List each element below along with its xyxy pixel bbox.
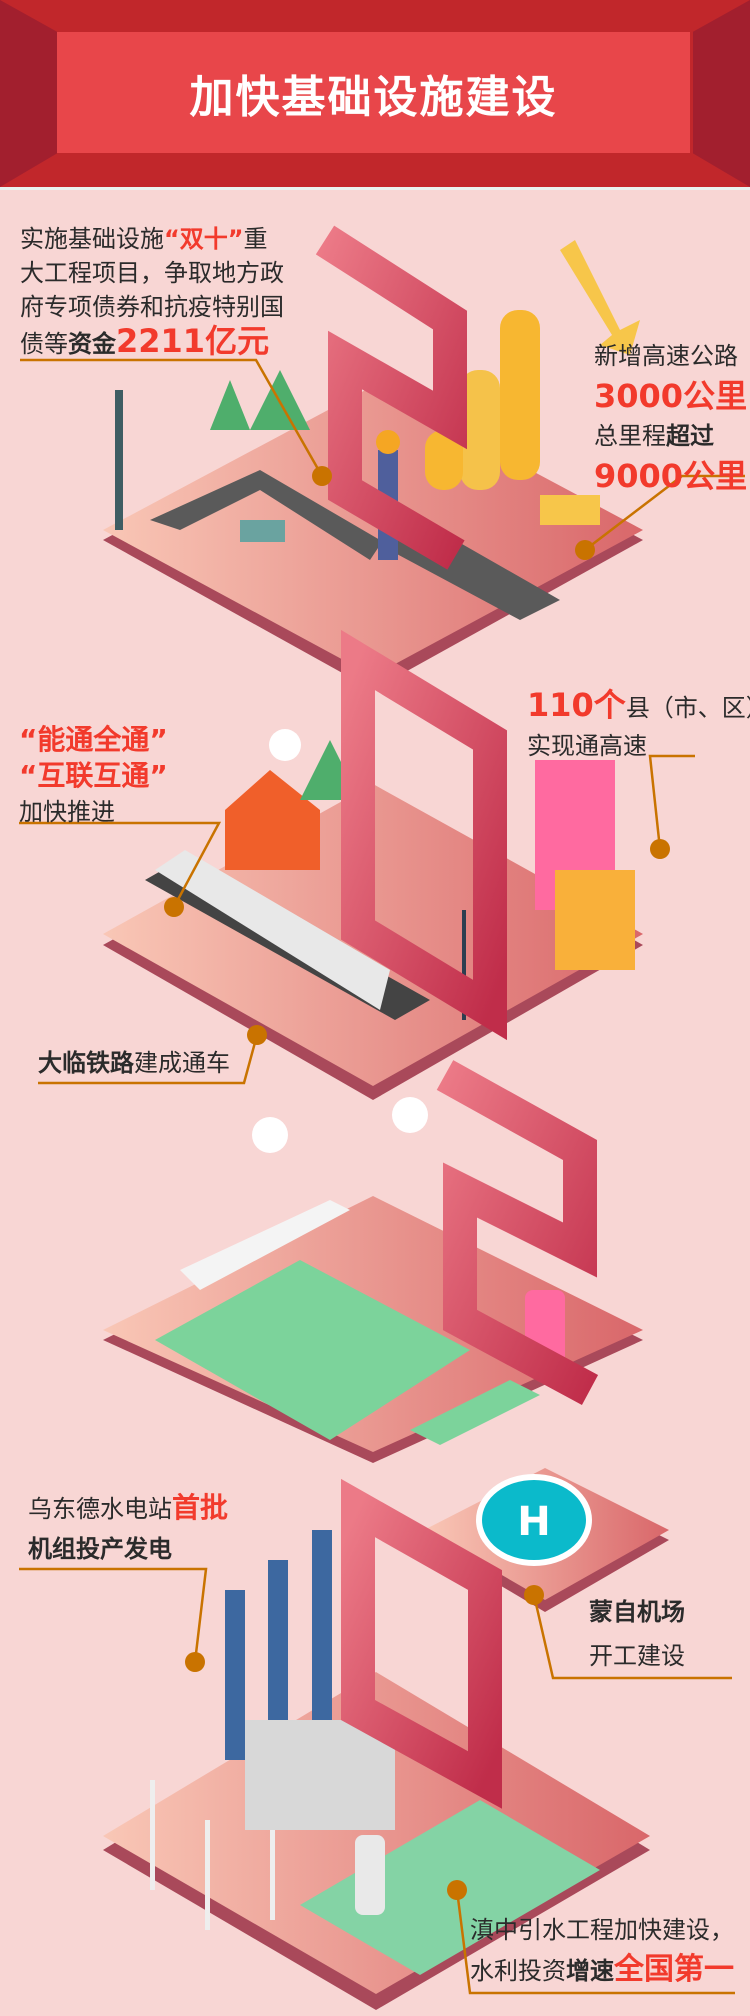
cloud-icon [269, 729, 301, 761]
highlight: 全国第一 [614, 1952, 734, 1987]
arrow-up-icon [560, 240, 640, 355]
map-icon [155, 1260, 470, 1440]
chimney-icon [268, 1560, 288, 1760]
mountain-icon [210, 380, 250, 430]
funding-text: 实施基础设施“双十”重 大工程项目，争取地方政 府专项债券和抗疫特别国 债等资金… [20, 222, 284, 361]
truck-icon [540, 495, 600, 525]
train-icon [155, 850, 390, 1010]
hydro-text: 乌东德水电站首批 机组投产发电 [28, 1488, 228, 1569]
battery-icon [355, 1835, 385, 1915]
text: 开工建设 [589, 1642, 685, 1670]
highway-text: 新增高速公路 3000公里 总里程超过 9000公里 [594, 336, 747, 496]
wind-turbine-icon [150, 1780, 155, 1890]
cloud-icon [252, 1117, 288, 1153]
text: 大工程项目，争取地方政 [20, 259, 284, 287]
text: 实现通高速 [527, 732, 647, 760]
highlight: “双十” [164, 225, 244, 253]
text: 总里程 [594, 422, 666, 450]
counties-text: 110个县（市、区） 实现通高速 [527, 686, 750, 765]
bold-text: 机组投产发电 [28, 1535, 172, 1563]
header-banner: 加快基础设施建设 [0, 0, 750, 187]
platform-heliport: H [424, 1468, 669, 1612]
highlight-amount: 2211亿元 [116, 322, 270, 360]
wind-turbine-icon [270, 1830, 275, 1920]
digit-0-first [341, 629, 507, 1041]
text: 滇中引水工程加快建设， [470, 1916, 734, 1944]
text: 建成通车 [134, 1049, 230, 1077]
airport-text: 蒙自机场 开工建设 [589, 1590, 685, 1678]
divider [0, 187, 750, 190]
coin-stacks [425, 310, 540, 490]
text: 乌东德水电站 [28, 1495, 172, 1523]
marker-dots [164, 466, 670, 1900]
text: 新增高速公路 [594, 342, 738, 370]
bold-text: 资金 [68, 330, 116, 358]
highlight: “能通全通” [19, 723, 168, 756]
text: 实施基础设施 [20, 225, 164, 253]
factory-icon [245, 1720, 395, 1830]
banner-panel: 加快基础设施建设 [57, 32, 690, 153]
chimney-icon [312, 1530, 332, 1750]
highlight-amount: 9000公里 [594, 457, 748, 495]
highlight: 首批 [172, 1491, 229, 1524]
highlight: “互联互通” [19, 759, 168, 792]
railway-text: 大临铁路建成通车 [38, 1046, 230, 1080]
bold-text: 蒙自机场 [589, 1598, 685, 1626]
text: 债等 [20, 330, 68, 358]
svg-text:H: H [517, 1499, 550, 1545]
cloud-icon [392, 1097, 428, 1133]
helipad-icon [482, 1480, 586, 1560]
wind-turbine-icon [205, 1820, 210, 1930]
banner-right-bevel [693, 0, 750, 187]
building-icon [555, 870, 635, 970]
bold-text: 超过 [666, 422, 714, 450]
text: 加快推进 [19, 798, 115, 826]
platform-airport [103, 1097, 643, 1463]
water-text: 滇中引水工程加快建设， 水利投资增速全国第一 [470, 1910, 734, 1991]
house-icon [225, 770, 320, 870]
text: 府专项债券和抗疫特别国 [20, 293, 284, 321]
ticket-icon [410, 1380, 540, 1445]
text: 水利投资 [470, 1957, 566, 1985]
text: 县（市、区） [625, 694, 750, 722]
leader-lines [19, 358, 745, 1995]
digit-2-first [315, 225, 467, 570]
road [150, 470, 560, 620]
banner-left-bevel [0, 0, 57, 187]
highlight-amount: 3000公里 [594, 377, 748, 415]
platform-highway [103, 240, 643, 690]
street-lamp [115, 390, 123, 530]
bold-text: 大临铁路 [38, 1049, 134, 1077]
airplane-icon [180, 1200, 350, 1290]
highlight-amount: 110个 [527, 686, 626, 724]
chimney-icon [225, 1590, 245, 1760]
digit-2-second [436, 1060, 599, 1405]
car-icon [240, 520, 285, 542]
text: 重 [243, 225, 268, 253]
flag-pole [462, 910, 466, 1020]
digit-0-second [341, 1478, 502, 1809]
connect-text: “能通全通” “互联互通” 加快推进 [19, 722, 168, 830]
page-title: 加快基础设施建设 [189, 71, 558, 123]
bold-text: 增速 [566, 1957, 614, 1985]
